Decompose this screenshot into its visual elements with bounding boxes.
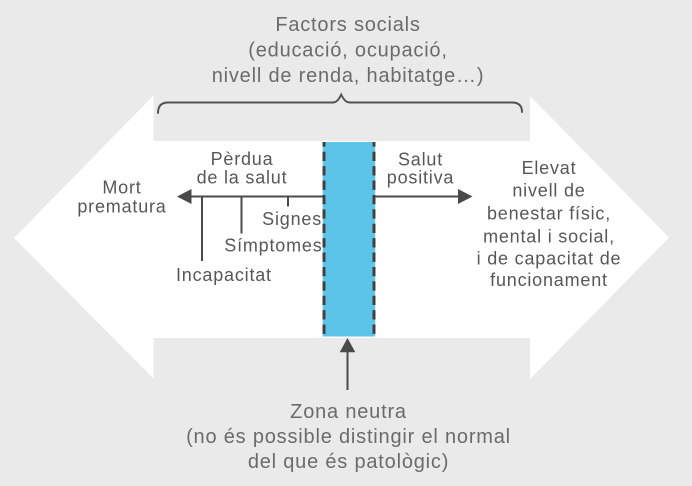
svg-text:(educació, ocupació,: (educació, ocupació, <box>248 40 447 62</box>
svg-text:Zona neutra: Zona neutra <box>290 401 407 423</box>
svg-text:Símptomes: Símptomes <box>224 236 322 256</box>
svg-text:funcionament: funcionament <box>490 270 608 290</box>
svg-text:Incapacitat: Incapacitat <box>176 265 272 285</box>
svg-text:positiva: positiva <box>387 167 455 187</box>
svg-text:Pèrdua: Pèrdua <box>211 149 274 169</box>
svg-text:del que és patològic): del que és patològic) <box>248 451 449 473</box>
svg-text:prematura: prematura <box>77 197 166 217</box>
svg-text:Elevat: Elevat <box>522 158 577 178</box>
svg-text:nivell de: nivell de <box>512 181 585 201</box>
svg-text:i de capacitat de: i de capacitat de <box>477 249 622 269</box>
svg-text:(no és possible distingir el n: (no és possible distingir el normal <box>186 426 511 448</box>
svg-text:Salut: Salut <box>398 149 443 169</box>
svg-text:benestar físic,: benestar físic, <box>487 204 611 224</box>
svg-text:nivell de renda, habitatge…): nivell de renda, habitatge…) <box>212 65 485 87</box>
svg-text:mental i social,: mental i social, <box>483 226 615 246</box>
svg-text:Signes: Signes <box>262 209 322 229</box>
svg-text:Factors socials: Factors socials <box>275 14 420 36</box>
svg-text:Mort: Mort <box>102 178 141 198</box>
svg-text:de la salut: de la salut <box>197 168 288 188</box>
